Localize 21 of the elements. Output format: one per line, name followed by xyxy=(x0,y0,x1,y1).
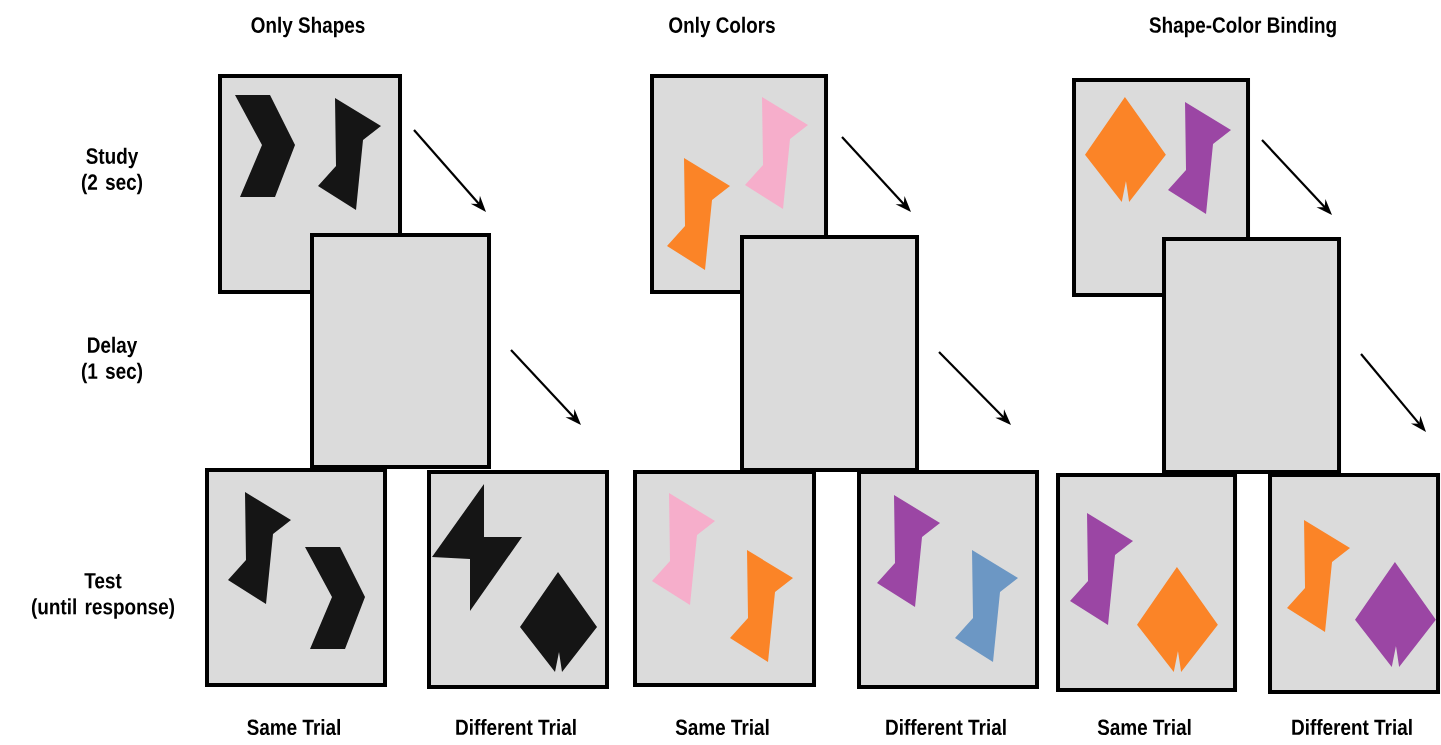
column-title: Only Shapes xyxy=(251,16,365,38)
stimulus-panel-drawing xyxy=(857,470,1039,689)
trial-label: Different Trial xyxy=(886,718,1006,736)
trial-label: Same Trial xyxy=(675,718,769,736)
stimulus-panel-drawing xyxy=(427,470,609,689)
column-title: Shape-Color Binding xyxy=(1149,16,1336,38)
blank-panel xyxy=(740,235,919,472)
stimulus-panel-drawing xyxy=(205,468,387,687)
row-label: Study (2 sec) xyxy=(81,147,143,195)
blank-panel xyxy=(310,233,491,469)
stimulus-panel-drawing xyxy=(1268,473,1440,694)
trial-label: Same Trial xyxy=(1097,718,1191,736)
column-title: Only Colors xyxy=(669,16,775,38)
blank-panel xyxy=(1162,237,1341,474)
trial-label: Same Trial xyxy=(247,718,340,736)
stimulus-panel-drawing xyxy=(633,470,816,687)
row-label: Delay (1 sec) xyxy=(81,336,143,384)
trial-label: Different Trial xyxy=(1292,718,1412,736)
trial-label: Different Trial xyxy=(456,718,576,736)
stimulus-panel-drawing xyxy=(1056,473,1237,692)
row-label: Test (until response) xyxy=(31,573,175,619)
